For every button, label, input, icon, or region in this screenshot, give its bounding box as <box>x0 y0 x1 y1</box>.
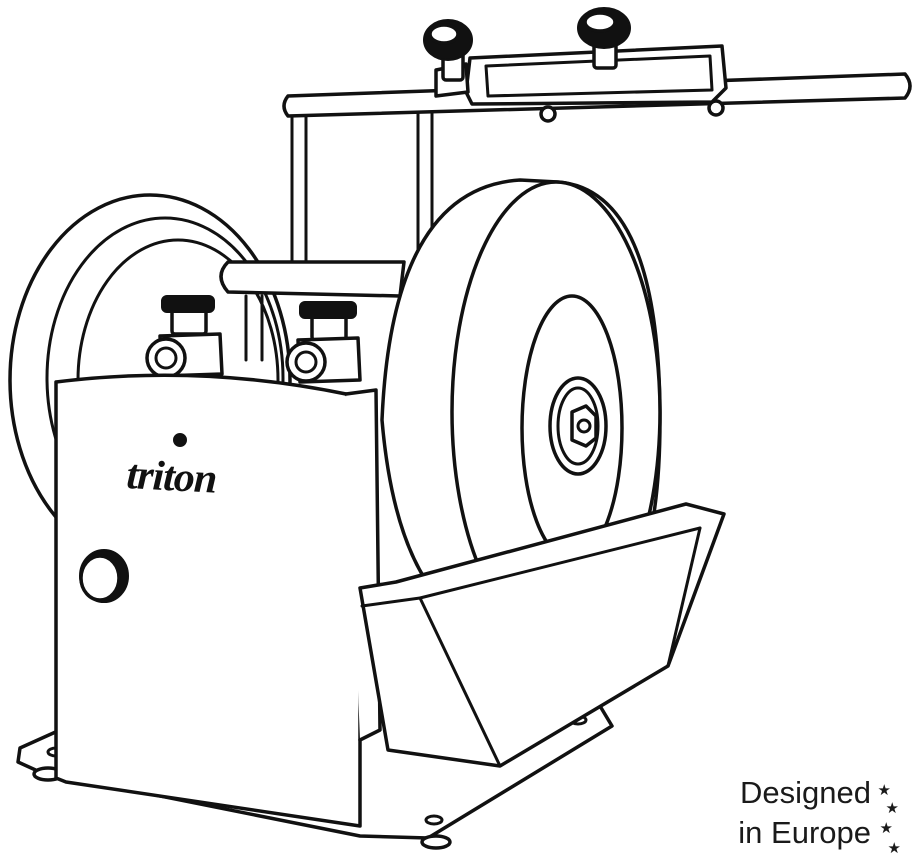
mounting-arm <box>219 260 406 362</box>
badge-line-1: Designed <box>740 775 871 810</box>
power-knob <box>79 549 129 603</box>
clamp-left <box>145 295 224 379</box>
logo-text: triton <box>125 452 217 503</box>
jig-knob-left <box>423 19 473 82</box>
water-trough <box>358 502 726 768</box>
star-icon: ★ <box>887 840 901 857</box>
jig-knob-right <box>577 7 631 70</box>
star-icon: ★ <box>885 800 899 817</box>
triton-logo: triton <box>125 433 217 503</box>
star-icon: ★ <box>877 782 891 799</box>
star-icon: ★ <box>879 820 893 837</box>
designed-in-europe-badge: Designed in Europe ★ ★ ★ ★ <box>715 771 905 861</box>
straight-edge-jig <box>434 44 728 123</box>
clamp-right <box>285 301 362 384</box>
badge-line-2: in Europe <box>738 815 871 850</box>
